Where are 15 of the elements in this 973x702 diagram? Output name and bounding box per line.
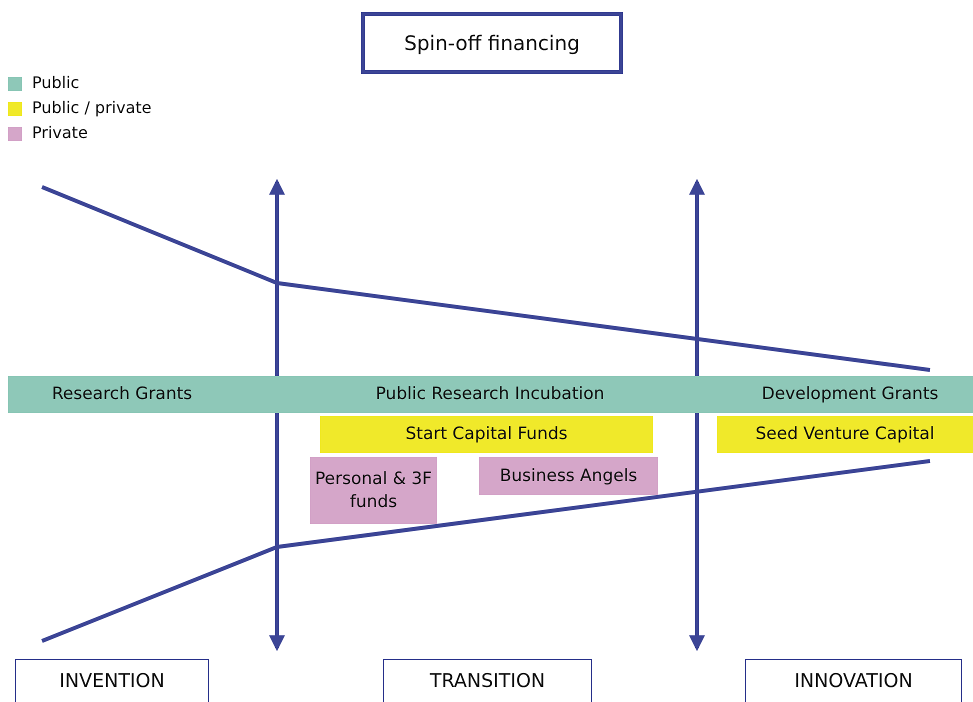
funding-box: Personal & 3F funds bbox=[310, 457, 437, 524]
legend-label: Private bbox=[32, 123, 88, 142]
stage-box: TRANSITION bbox=[383, 659, 592, 702]
funding-box: Business Angels bbox=[479, 457, 658, 495]
band-label: Development Grants bbox=[760, 383, 940, 406]
stage-box: INNOVATION bbox=[745, 659, 962, 702]
stage-box: INVENTION bbox=[15, 659, 209, 702]
legend-label: Public / private bbox=[32, 98, 152, 117]
funding-box: Start Capital Funds bbox=[320, 416, 653, 453]
title: Spin-off financing bbox=[361, 12, 623, 74]
funding-box: Seed Venture Capital bbox=[717, 416, 973, 453]
funding-band bbox=[8, 376, 973, 413]
band-label: Public Research Incubation bbox=[374, 383, 606, 406]
band-label: Research Grants bbox=[50, 383, 194, 406]
legend-label: Public bbox=[32, 73, 80, 92]
